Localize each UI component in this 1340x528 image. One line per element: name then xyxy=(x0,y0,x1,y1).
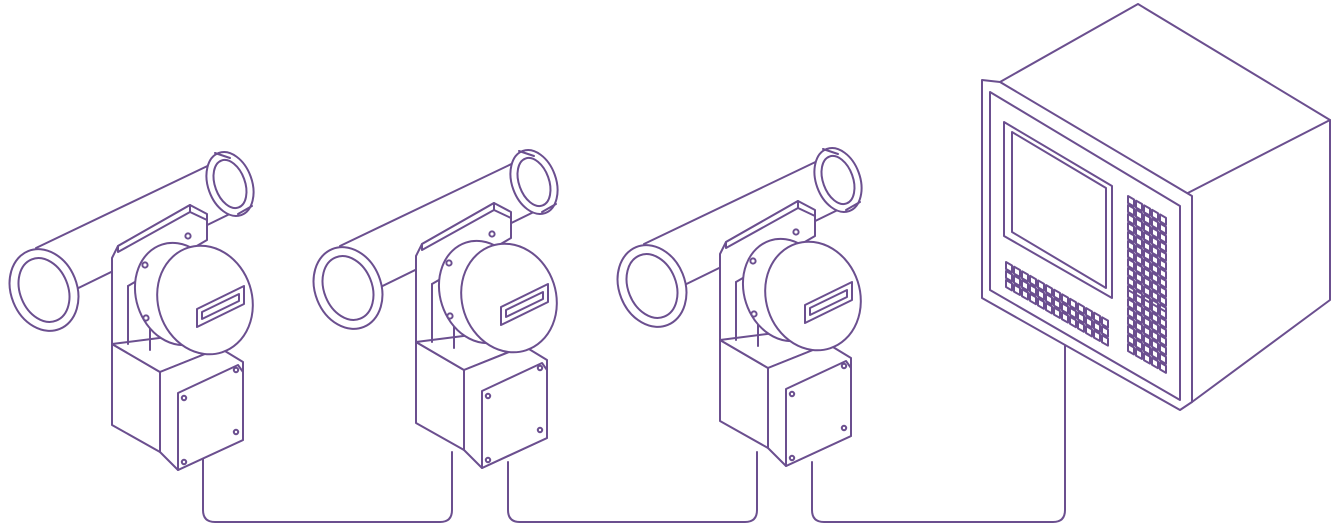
lid-screw xyxy=(790,392,794,396)
head-bolt xyxy=(446,260,451,265)
lid-screw xyxy=(234,430,238,434)
control-panel-icon xyxy=(982,4,1330,410)
head-bolt xyxy=(793,229,798,234)
lid-screw xyxy=(486,394,490,398)
lid-screw xyxy=(486,458,490,462)
head-bolt xyxy=(751,311,756,316)
lid-screw xyxy=(842,364,846,368)
head-bolt xyxy=(185,233,190,238)
signal-cable-group xyxy=(203,342,1065,522)
lid-screw xyxy=(182,460,186,464)
flowmeter-icon xyxy=(606,141,875,466)
lid-screw xyxy=(182,396,186,400)
head-bolt xyxy=(489,231,494,236)
flowmeter-icon xyxy=(0,145,267,470)
lid-screw xyxy=(538,428,542,432)
lid-screw xyxy=(538,366,542,370)
flowmeter-icon xyxy=(302,143,571,468)
signal-cable xyxy=(508,452,757,522)
head-bolt xyxy=(750,258,755,263)
signal-cable xyxy=(203,452,452,522)
head-bolt xyxy=(143,315,148,320)
head-bolt xyxy=(447,313,452,318)
lid-screw xyxy=(234,368,238,372)
lid-screw xyxy=(842,426,846,430)
lid-screw xyxy=(790,456,794,460)
head-bolt xyxy=(142,262,147,267)
